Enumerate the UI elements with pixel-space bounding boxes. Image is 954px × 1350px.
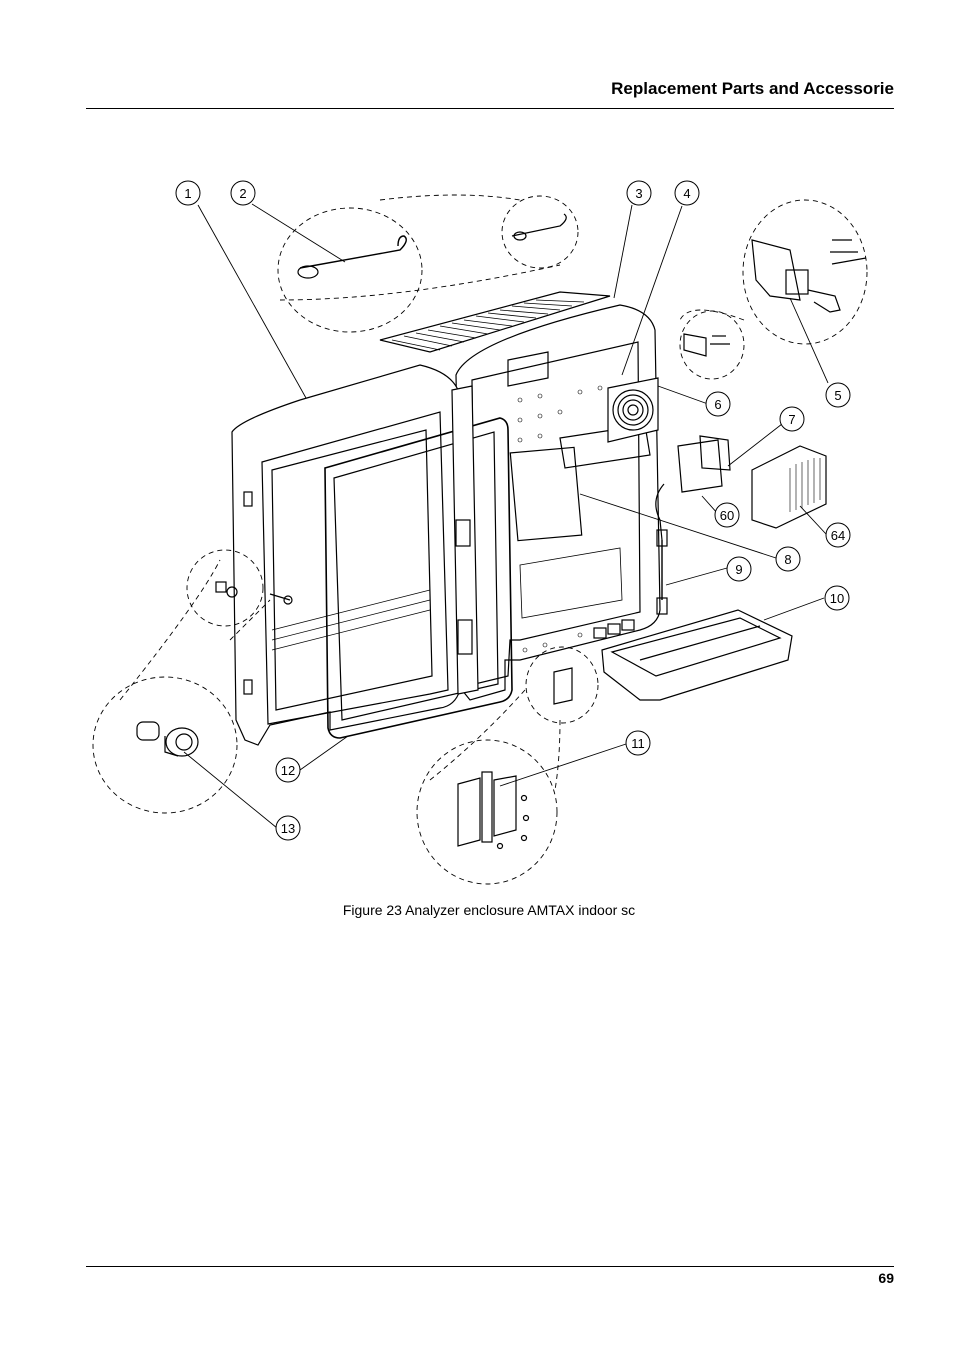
footer-rule (86, 1266, 894, 1267)
detail-outlines (92, 194, 868, 885)
callout-label: 11 (631, 736, 645, 751)
figure-caption: Figure 23 Analyzer enclosure AMTAX indoo… (342, 902, 636, 918)
callout-label: 3 (635, 186, 642, 201)
callout-label: 64 (831, 528, 845, 543)
sensor-cable (656, 529, 668, 615)
callout-label: 13 (281, 821, 295, 836)
callout-label: 8 (784, 552, 791, 567)
header-rule (86, 108, 894, 109)
top-fins (379, 291, 611, 353)
callout-label: 2 (239, 186, 246, 201)
callout-label: 1 (184, 186, 191, 201)
callout-label: 10 (830, 591, 844, 606)
door-lock (136, 721, 199, 757)
callout-label: 9 (735, 562, 742, 577)
enclosure-body (455, 304, 661, 701)
callout-label: 7 (788, 412, 795, 427)
callout-label: 6 (714, 397, 721, 412)
drip-tray (601, 609, 793, 701)
screw-set (215, 581, 293, 605)
door-gasket (324, 417, 513, 739)
hook-rod (297, 213, 567, 279)
running-header-title: Replacement Parts and Accessorie (611, 79, 894, 98)
latch-assembly (683, 239, 867, 357)
heater-cover (751, 445, 827, 529)
callout-label: 4 (683, 186, 690, 201)
callout-label: 60 (720, 508, 734, 523)
fan-grille (607, 377, 659, 443)
callout-circles (175, 180, 851, 841)
callout-label: 5 (834, 388, 841, 403)
page-number: 69 (878, 1270, 894, 1286)
leader-lines (183, 203, 829, 829)
enclosure-door (231, 364, 461, 746)
hinge-detail (457, 667, 573, 850)
hinge-strip (451, 385, 479, 695)
callout-label: 12 (281, 763, 295, 778)
